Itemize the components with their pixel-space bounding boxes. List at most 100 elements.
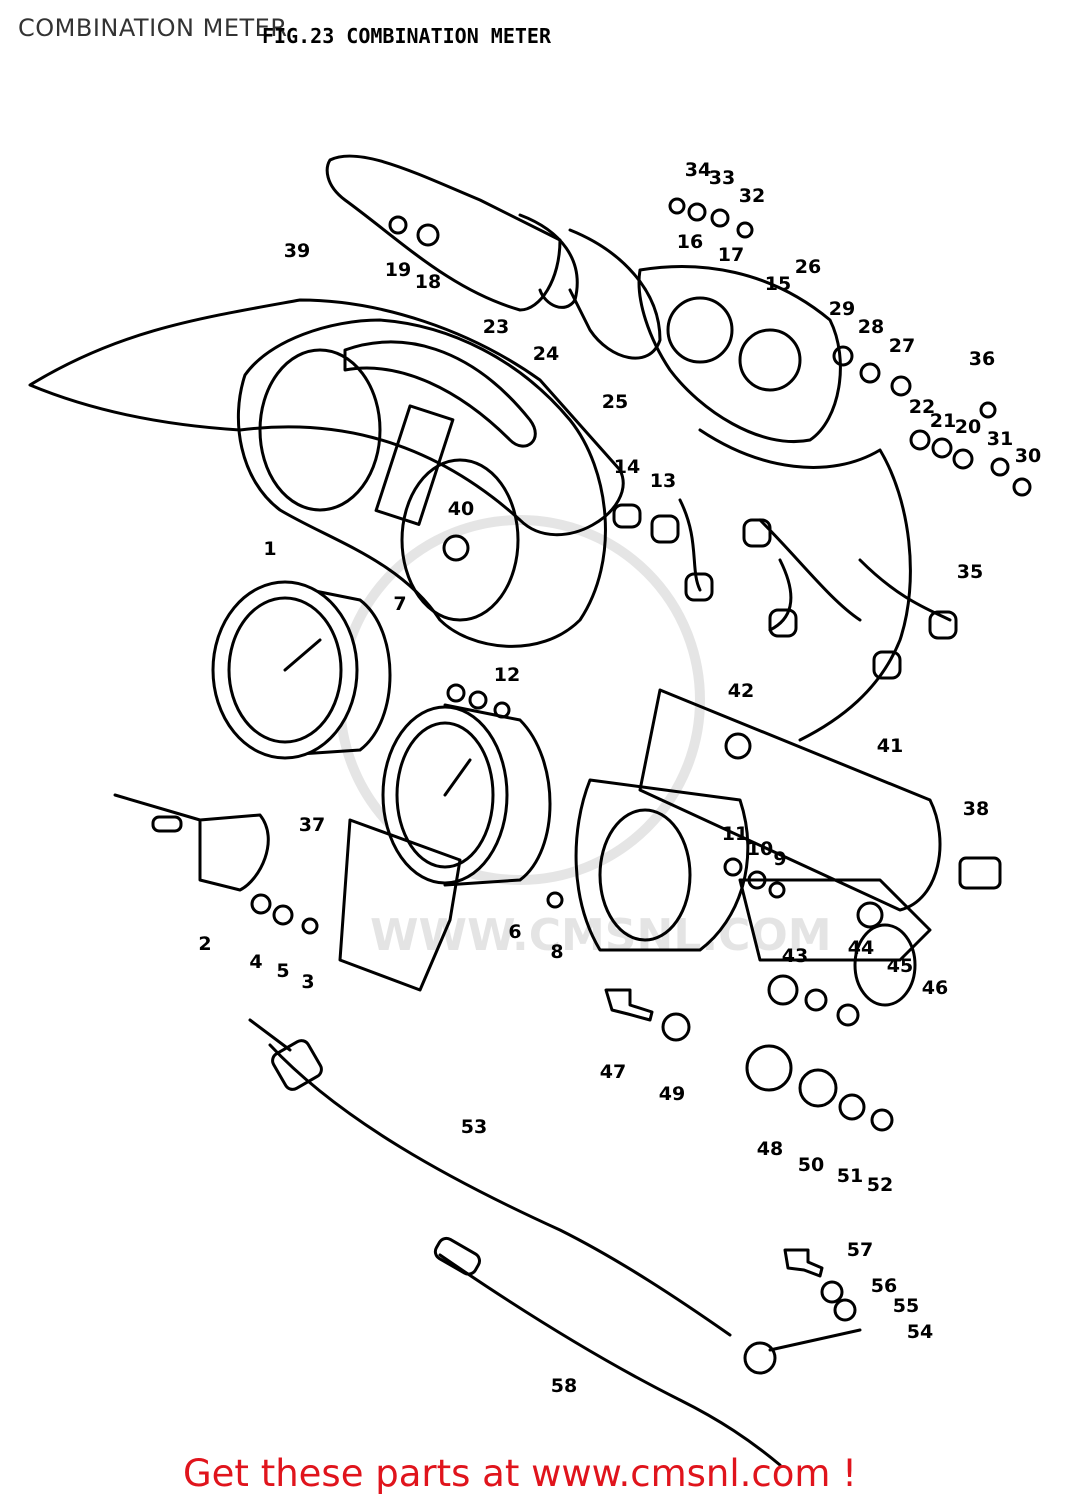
- washer-33: [710, 208, 730, 228]
- callout-5: 5: [276, 960, 289, 982]
- cover-2: [198, 813, 270, 892]
- bolt-47: [604, 988, 654, 1022]
- callout-10: 10: [747, 838, 773, 860]
- nut-11b: [723, 857, 743, 877]
- callout-49: 49: [659, 1083, 685, 1105]
- callout-13: 13: [650, 470, 676, 492]
- washer-11: [446, 683, 466, 703]
- callout-44: 44: [848, 937, 874, 959]
- cable-53-end: [271, 1039, 323, 1091]
- callout-3: 3: [301, 971, 314, 993]
- callout-58: 58: [551, 1375, 577, 1397]
- callout-6: 6: [508, 921, 521, 943]
- nut-52: [870, 1108, 894, 1132]
- callout-1: 1: [263, 538, 276, 560]
- cable-58-end: [433, 1236, 481, 1276]
- callout-4: 4: [249, 951, 262, 973]
- lamp-socket-d: [768, 608, 798, 638]
- callout-33: 33: [709, 167, 735, 189]
- nut-4: [250, 893, 272, 915]
- plate-opening: [598, 808, 692, 942]
- callout-50: 50: [798, 1154, 824, 1176]
- lamp-socket-f: [872, 650, 902, 680]
- nut-43: [767, 974, 799, 1006]
- speedometer-1: [211, 580, 392, 760]
- washer-11-top: [668, 197, 686, 215]
- callout-17: 17: [718, 244, 744, 266]
- callout-23: 23: [483, 316, 509, 338]
- callout-31: 31: [987, 428, 1013, 450]
- callout-30: 30: [1015, 445, 1041, 467]
- board-gauge-left: [666, 296, 734, 364]
- bulb-2: [151, 815, 183, 833]
- cable-53-tip: [248, 1018, 292, 1052]
- watermark-text: WWW.CMSNL.COM: [370, 910, 832, 961]
- callout-14: 14: [614, 456, 640, 478]
- screw-36: [979, 401, 997, 419]
- callout-2: 2: [198, 933, 211, 955]
- callout-32: 32: [739, 185, 765, 207]
- nut-46: [836, 1003, 860, 1027]
- callout-26: 26: [795, 256, 821, 278]
- callout-22: 22: [909, 396, 935, 418]
- callout-27: 27: [889, 335, 915, 357]
- lamp-socket-b: [684, 572, 714, 602]
- speedometer-cable-53: [268, 1043, 732, 1337]
- callout-12: 12: [494, 664, 520, 686]
- washer-49: [661, 1012, 691, 1042]
- callout-47: 47: [600, 1061, 626, 1083]
- washer-50: [798, 1068, 838, 1108]
- callout-19: 19: [385, 259, 411, 281]
- leader-2: [113, 793, 202, 822]
- callout-51: 51: [837, 1165, 863, 1187]
- figure-title: FIG.23 COMBINATION METER: [262, 24, 551, 48]
- clamp-ring-54: [743, 1341, 777, 1375]
- nut-9: [768, 881, 786, 899]
- washer-45: [804, 988, 828, 1012]
- callout-48: 48: [757, 1138, 783, 1160]
- screw-12: [493, 701, 511, 719]
- damper-45-right: [853, 923, 917, 1007]
- callout-16: 16: [677, 231, 703, 253]
- bolt-57: [783, 1248, 824, 1278]
- callout-29: 29: [829, 298, 855, 320]
- lens-25: [568, 228, 662, 360]
- screw-18: [416, 223, 440, 247]
- callout-46: 46: [922, 977, 948, 999]
- callout-34: 34: [685, 159, 711, 181]
- callout-54: 54: [907, 1321, 933, 1343]
- meter-bracket-41: [638, 688, 942, 912]
- bulb-14: [612, 503, 642, 529]
- washer-5: [272, 904, 294, 926]
- clamp-arm-54: [768, 1328, 862, 1352]
- callout-11: 11: [722, 823, 748, 845]
- washer-55: [833, 1298, 857, 1322]
- nut-31: [990, 457, 1010, 477]
- cover-lens-23: [325, 154, 562, 312]
- footer-link[interactable]: Get these parts at www.cmsnl.com !: [183, 1452, 858, 1495]
- callout-24: 24: [533, 343, 559, 365]
- housing-top-window: [343, 340, 537, 448]
- screw-19: [388, 215, 408, 235]
- callout-9: 9: [773, 848, 786, 870]
- meter-shroud-39: [28, 298, 625, 537]
- callout-45: 45: [887, 955, 913, 977]
- lamp-socket-e: [928, 610, 958, 640]
- callout-8: 8: [550, 941, 563, 963]
- tachometer-6: [381, 703, 552, 887]
- nut-28: [859, 362, 881, 384]
- callout-20: 20: [955, 416, 981, 438]
- tachometer-cable-58: [438, 1253, 782, 1467]
- callout-37: 37: [299, 814, 325, 836]
- circuit-board: [637, 265, 842, 443]
- nut-10: [468, 690, 488, 710]
- bulb-40: [442, 534, 470, 562]
- callout-53: 53: [461, 1116, 487, 1138]
- lamp-socket-c: [742, 518, 772, 548]
- nut-29: [832, 345, 854, 367]
- screw-32: [736, 221, 754, 239]
- grommet-48: [745, 1044, 793, 1092]
- callout-39: 39: [284, 240, 310, 262]
- page-title: COMBINATION METER: [18, 14, 288, 42]
- nut-22: [909, 429, 931, 451]
